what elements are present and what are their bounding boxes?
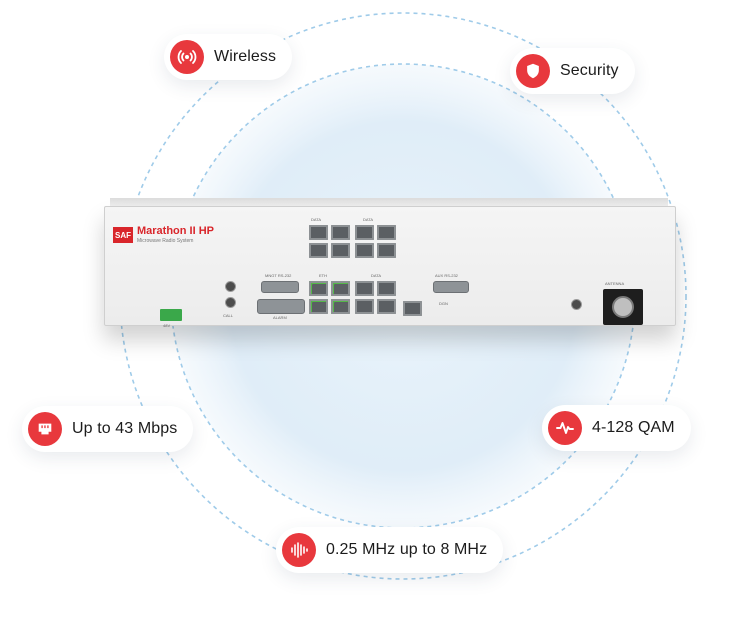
- port-label: ANTENNA: [605, 281, 625, 286]
- feature-bandwidth: 0.25 MHz up to 8 MHz: [276, 527, 504, 573]
- port-label: ALARM: [273, 315, 287, 320]
- port-label: CALL: [223, 313, 234, 318]
- feature-label: Up to 43 Mbps: [72, 420, 178, 437]
- device-brand: Marathon II HP: [137, 225, 215, 237]
- single-eth-port: [403, 301, 422, 316]
- waveform-pulse-icon: [548, 411, 582, 445]
- mngt-rs232-connector: [261, 281, 299, 293]
- call-jack-2: [225, 297, 236, 308]
- port-label: DATA: [363, 217, 374, 222]
- port-label: MNGT RS-232: [265, 273, 292, 278]
- frequency-bars-icon: [282, 533, 316, 567]
- power-terminal: [160, 309, 182, 321]
- feature-security: Security: [510, 48, 635, 94]
- data-ports-top-left: [309, 225, 350, 258]
- antenna-connector: [603, 289, 643, 325]
- eth-ports: [309, 281, 350, 314]
- wireless-icon: [170, 40, 204, 74]
- port-label: DGN: [439, 301, 448, 306]
- device-top-edge: [110, 198, 668, 208]
- port-label: 48V: [163, 323, 171, 328]
- device-front-panel: SAF Marathon II HP Microwave Radio Syste…: [104, 206, 676, 328]
- shield-icon: [516, 54, 550, 88]
- feature-label: Wireless: [214, 48, 277, 65]
- port-label: DATA: [311, 217, 322, 222]
- feature-modulation: 4-128 QAM: [542, 405, 691, 451]
- call-jack: [225, 281, 236, 292]
- feature-label: 4-128 QAM: [592, 419, 675, 436]
- marathon-device-image: SAF Marathon II HP Microwave Radio Syste…: [104, 198, 676, 328]
- data-ports-bottom: [355, 281, 396, 314]
- port-label: AUX RS-232: [435, 273, 458, 278]
- aux-rs232-connector: [433, 281, 469, 293]
- feature-label: Security: [560, 62, 619, 79]
- alarm-connector: [257, 299, 305, 314]
- device-logo: SAF: [113, 227, 133, 243]
- device-brand-subtitle: Microwave Radio System: [137, 238, 194, 244]
- port-label: DATA: [371, 273, 382, 278]
- feature-label: 0.25 MHz up to 8 MHz: [326, 541, 488, 558]
- feature-wireless: Wireless: [164, 34, 293, 80]
- port-label: ETH: [319, 273, 327, 278]
- ethernet-port-icon: [28, 412, 62, 446]
- ground-screw: [571, 299, 582, 310]
- feature-throughput: Up to 43 Mbps: [22, 406, 194, 452]
- data-ports-top-right: [355, 225, 396, 258]
